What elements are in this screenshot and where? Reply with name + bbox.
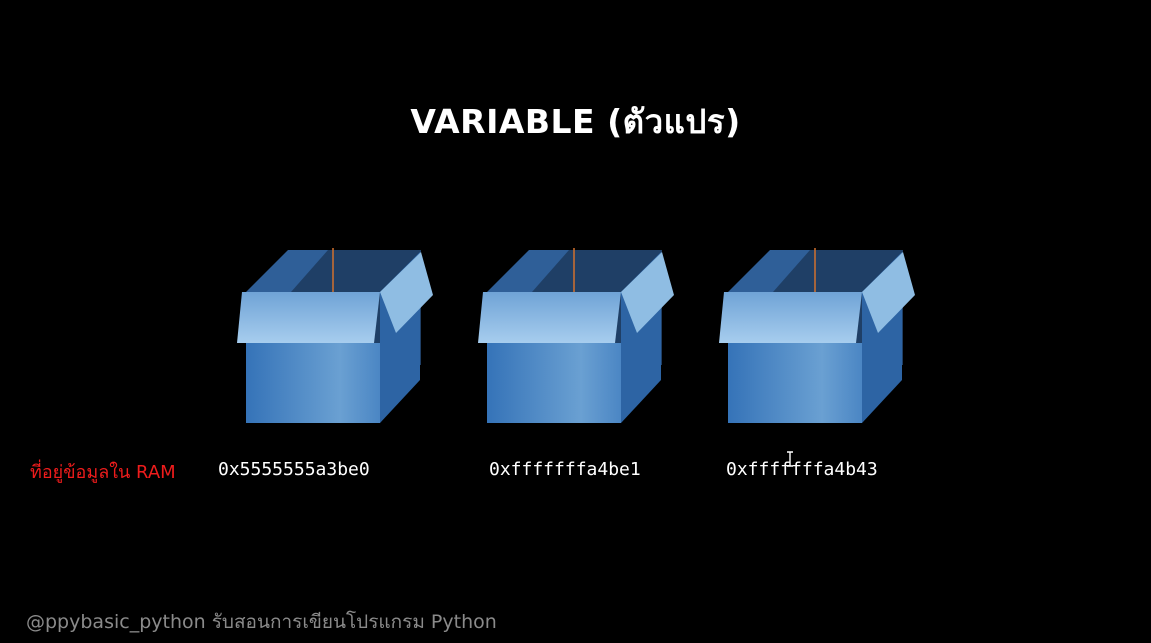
memory-address-1: 0x5555555a3be0 <box>218 459 370 480</box>
variable-box-1 <box>236 245 436 425</box>
memory-address-3: 0xfffffffa4b43 <box>726 459 878 480</box>
slide-title: VARIABLE (ตัวแปร) <box>410 102 741 141</box>
memory-address-2: 0xfffffffa4be1 <box>489 459 641 480</box>
ram-address-label: ที่อยู่ข้อมูลใน RAM <box>30 462 176 483</box>
open-box-icon <box>478 248 674 423</box>
variable-box-2 <box>477 245 677 425</box>
footer-credit: @ppybasic_python รับสอนการเขียนโปรแกรม P… <box>26 611 497 633</box>
variable-box-3 <box>718 245 918 425</box>
open-box-icon <box>719 248 915 423</box>
text-cursor-icon <box>787 451 793 467</box>
open-box-icon <box>237 248 433 423</box>
